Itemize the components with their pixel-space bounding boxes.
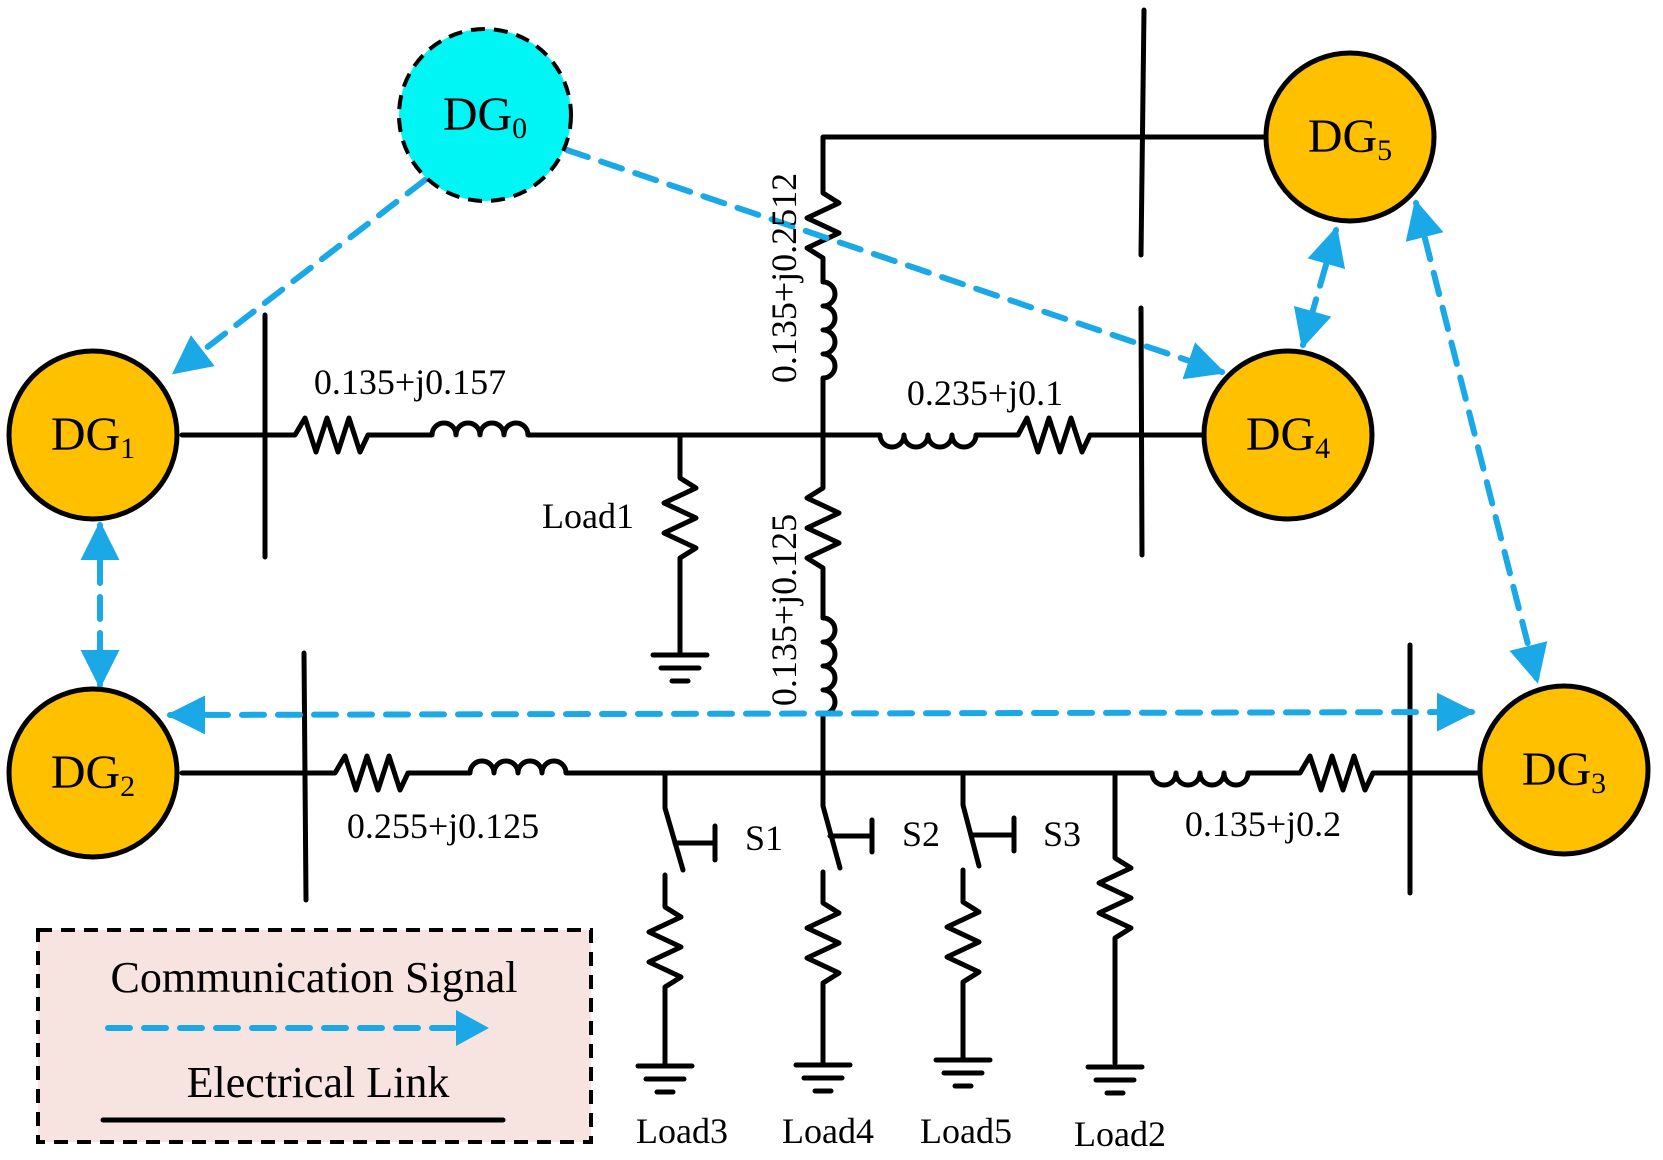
dg4-label: DG4 [1246, 408, 1330, 465]
dg4-feeder-wire [820, 415, 1206, 455]
ground-icon [933, 1057, 993, 1089]
switch-s1-label: S1 [745, 818, 783, 858]
dg2-label: DG2 [51, 746, 135, 803]
communication-network [80, 147, 1548, 735]
ground-icon [1085, 1064, 1145, 1096]
comm-link-dg4-dg5 [1293, 226, 1346, 349]
legend-communication-label: Communication Signal [111, 953, 518, 1002]
ground-icon [793, 1062, 853, 1094]
impedance-label-dg4-line: 0.235+j0.1 [907, 373, 1063, 413]
dg5-tie-wire [804, 134, 1268, 438]
dg4-node[interactable]: DG4 [1201, 348, 1375, 522]
dg0-node[interactable]: DG0 [397, 27, 573, 203]
load4-branch-wire [804, 869, 842, 1066]
dg4-circle [1201, 348, 1375, 522]
load1-label: Load1 [542, 496, 634, 536]
bus-bar-dg2 [301, 650, 309, 903]
dg5-node[interactable]: DG5 [1263, 50, 1437, 224]
ground-icon [635, 1063, 695, 1095]
ground-icon [650, 652, 710, 684]
bus-bar-dg4 [1138, 305, 1145, 558]
legend-arrow-icon [456, 1010, 489, 1046]
dg0-circle [397, 27, 573, 203]
switch-s2[interactable] [820, 770, 875, 871]
dg1-feeder-wire [179, 415, 826, 455]
dg2-circle [6, 686, 180, 860]
switch-s3[interactable] [960, 770, 1017, 869]
switch-s3-label: S3 [1043, 814, 1081, 854]
impedance-label-dg2-line: 0.255+j0.125 [347, 806, 539, 846]
dg3-circle [1477, 683, 1651, 857]
dg3-node[interactable]: DG3 [1477, 683, 1651, 857]
dg3-label: DG3 [1522, 743, 1606, 800]
impedance-label-dg3-line: 0.135+j0.2 [1185, 804, 1341, 844]
load4-label: Load4 [782, 1111, 874, 1151]
impedance-label-center-tie: 0.135+j0.125 [764, 514, 804, 706]
legend: Communication Signal Electrical Link [36, 928, 593, 1144]
load2-label: Load2 [1074, 1114, 1166, 1154]
switch-s1[interactable] [662, 770, 718, 873]
comm-link-dg5-dg3 [1405, 199, 1548, 684]
dg2-node[interactable]: DG2 [6, 686, 180, 860]
center-tie-wire [804, 432, 842, 776]
load1-branch-wire [661, 432, 699, 655]
load3-label: Load3 [636, 1111, 728, 1151]
dg1-circle [6, 348, 180, 522]
dg1-label: DG1 [51, 408, 135, 465]
legend-electrical-label: Electrical Link [187, 1058, 450, 1107]
comm-link-dg2-dg3 [166, 692, 1476, 735]
comm-link-dg0-dg4 [564, 147, 1226, 380]
dg5-label: DG5 [1308, 110, 1392, 167]
dg5-circle [1263, 50, 1437, 224]
load5-label: Load5 [920, 1111, 1012, 1151]
load2-branch-wire [1096, 770, 1134, 1066]
dg0-label: DG0 [443, 88, 527, 145]
legend-box [36, 928, 593, 1144]
impedance-label-dg1-line: 0.135+j0.157 [314, 362, 506, 402]
impedance-label-dg5-line: 0.135+j0.2512 [764, 173, 804, 383]
dg1-node[interactable]: DG1 [6, 348, 180, 522]
bus-bar-dg5 [1138, 7, 1147, 258]
switch-s2-label: S2 [902, 814, 940, 854]
load3-branch-wire [646, 872, 684, 1066]
load5-branch-wire [944, 867, 982, 1063]
comm-link-dg0-dg1 [171, 177, 428, 375]
dg2-dg3-main-wire [179, 753, 1483, 793]
